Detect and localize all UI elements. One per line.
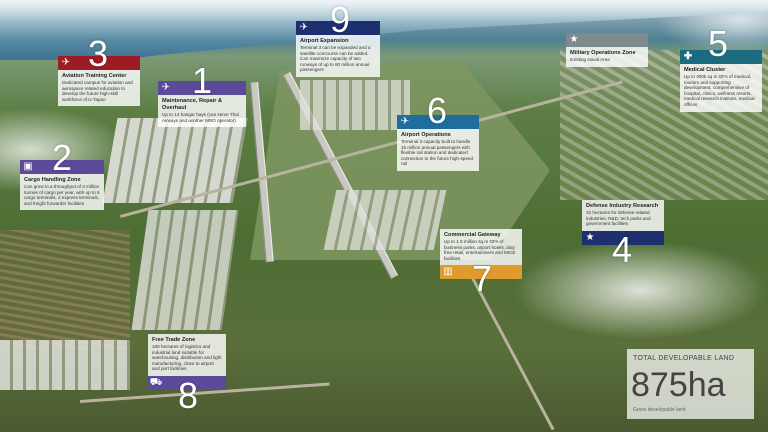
zone-number: 4 bbox=[612, 229, 633, 270]
callout-commercial-gateway: Commercial Gateway Up to 1.5 million sq.… bbox=[440, 229, 522, 297]
callout-body: Military Operations Zone Existing Naval … bbox=[566, 47, 648, 67]
callout-body: Cargo Handling Zone Can grow to a throug… bbox=[20, 174, 104, 211]
cargo-box-icon: ▣ bbox=[23, 161, 33, 172]
callout-title: Military Operations Zone bbox=[570, 50, 636, 56]
mro-hangar-blocks bbox=[102, 118, 248, 203]
callout-mro: ✈ 1 Maintenance, Repair & Overhaul Up to… bbox=[158, 63, 246, 128]
star-icon: ★ bbox=[585, 231, 595, 243]
building-icon: ▥ bbox=[443, 266, 453, 278]
zone-number: 1 bbox=[192, 60, 213, 101]
medical-cross-icon: ✚ bbox=[683, 51, 693, 62]
airplane-icon: ✈ bbox=[61, 57, 71, 68]
total-label: TOTAL DEVELOPABLE LAND bbox=[633, 355, 735, 362]
callout-header: ▥ bbox=[440, 265, 522, 280]
callout-header: ✈ bbox=[58, 56, 140, 70]
callout-title: Free Trade Zone bbox=[152, 337, 196, 343]
callout-free-trade-zone: Free Trade Zone 180 hectares of logistic… bbox=[148, 334, 226, 414]
total-value: 875ha bbox=[631, 367, 726, 403]
zone-number: 3 bbox=[88, 33, 109, 74]
callout-description: Up to 1.5 million sq.m GFA of business p… bbox=[444, 239, 516, 261]
airplane-icon: ✈ bbox=[299, 22, 309, 33]
callout-title: Defense Industry Research bbox=[586, 203, 659, 209]
callout-body: Commercial Gateway Up to 1.5 million sq.… bbox=[440, 229, 522, 266]
zone-number: 8 bbox=[178, 375, 199, 416]
callout-description: 180 hectares of logistics and industrial… bbox=[152, 344, 222, 372]
zone-number: 5 bbox=[708, 23, 729, 64]
commercial-blocks bbox=[323, 190, 447, 250]
callout-header: ▣ bbox=[20, 160, 104, 174]
zone-number: 7 bbox=[472, 258, 493, 299]
callout-header: ✈ bbox=[296, 21, 380, 35]
callout-title: Airport Operations bbox=[401, 132, 451, 138]
callout-description: Up to 400k sq.m GFA of medical, tourism … bbox=[684, 74, 755, 107]
callout-description: Dedicated campus for aviation and aerosp… bbox=[62, 80, 133, 102]
callout-header: ✚ bbox=[680, 50, 762, 64]
callout-cargo-handling-zone: ▣ 2 Cargo Handling Zone Can grow to a th… bbox=[20, 140, 104, 211]
town-area bbox=[0, 230, 130, 350]
callout-body: Defense Industry Research 32 hectares fo… bbox=[582, 200, 664, 231]
callout-title: Aviation Training Center bbox=[62, 73, 127, 79]
callout-description: Terminal 3 can be expanded and a satelli… bbox=[300, 45, 371, 73]
callout-airport-expansion: ✈ 9 Airport Expansion Terminal 3 can be … bbox=[296, 2, 380, 77]
callout-description: 32 hectares for defense related industri… bbox=[586, 210, 651, 227]
callout-body: Airport Expansion Terminal 3 can be expa… bbox=[296, 35, 380, 77]
star-icon: ★ bbox=[569, 34, 579, 45]
free-trade-blocks bbox=[131, 210, 239, 330]
callout-title: Maintenance, Repair & Overhaul bbox=[162, 98, 222, 111]
callout-airport-operations: ✈ 6 Airport Operations Terminal 3 capaci… bbox=[397, 93, 479, 171]
callout-description: Terminal 3 capacity built to handle 15 m… bbox=[401, 139, 474, 167]
callout-body: Maintenance, Repair & Overhaul Up to 14 … bbox=[158, 95, 246, 128]
callout-description: Can grow to a throughput of 3 million to… bbox=[24, 184, 100, 206]
callout-header: ⛟ bbox=[148, 375, 226, 390]
terminal-blocks bbox=[300, 80, 410, 130]
callout-title: Airport Expansion bbox=[300, 38, 349, 44]
total-number: 875 bbox=[631, 366, 688, 404]
zone-number: 9 bbox=[330, 0, 351, 40]
airplane-icon: ✈ bbox=[400, 116, 410, 127]
callout-body: Medical Cluster Up to 400k sq.m GFA of m… bbox=[680, 64, 762, 112]
sky-haze bbox=[0, 0, 768, 40]
forklift-icon: ⛟ bbox=[149, 376, 163, 388]
callout-aviation-training-center: ✈ 3 Aviation Training Center Dedicated c… bbox=[58, 36, 140, 107]
industrial-blocks bbox=[0, 340, 130, 390]
total-developable-land-panel: TOTAL DEVELOPABLE LAND 875ha Gross devel… bbox=[627, 349, 754, 419]
airplane-icon: ✈ bbox=[161, 82, 171, 93]
callout-header: ✈ bbox=[158, 81, 246, 95]
zone-number: 6 bbox=[427, 90, 448, 131]
total-note: Gross developable land bbox=[633, 407, 686, 413]
callout-header: ✈ bbox=[397, 115, 479, 129]
callout-military-operations-zone: ★ Military Operations Zone Existing Nava… bbox=[566, 33, 648, 67]
callout-header: ★ bbox=[582, 230, 664, 245]
callout-title: Commercial Gateway bbox=[444, 232, 501, 238]
callout-header: ★ bbox=[566, 33, 648, 47]
callout-body: Aviation Training Center Dedicated campu… bbox=[58, 70, 140, 107]
callout-title: Cargo Handling Zone bbox=[24, 177, 81, 183]
callout-defense-industry-research: Defense Industry Research 32 hectares fo… bbox=[582, 200, 664, 268]
callout-medical-cluster: ✚ 5 Medical Cluster Up to 400k sq.m GFA … bbox=[680, 26, 762, 112]
callout-title: Medical Cluster bbox=[684, 67, 726, 73]
callout-description: Existing Naval Area bbox=[570, 57, 610, 62]
callout-body: Free Trade Zone 180 hectares of logistic… bbox=[148, 334, 226, 376]
callout-description: Up to 14 hangar bays (can serve Thai Air… bbox=[162, 112, 239, 123]
total-unit: ha bbox=[687, 366, 726, 404]
zone-number: 2 bbox=[52, 137, 73, 178]
callout-body: Airport Operations Terminal 3 capacity b… bbox=[397, 129, 479, 171]
